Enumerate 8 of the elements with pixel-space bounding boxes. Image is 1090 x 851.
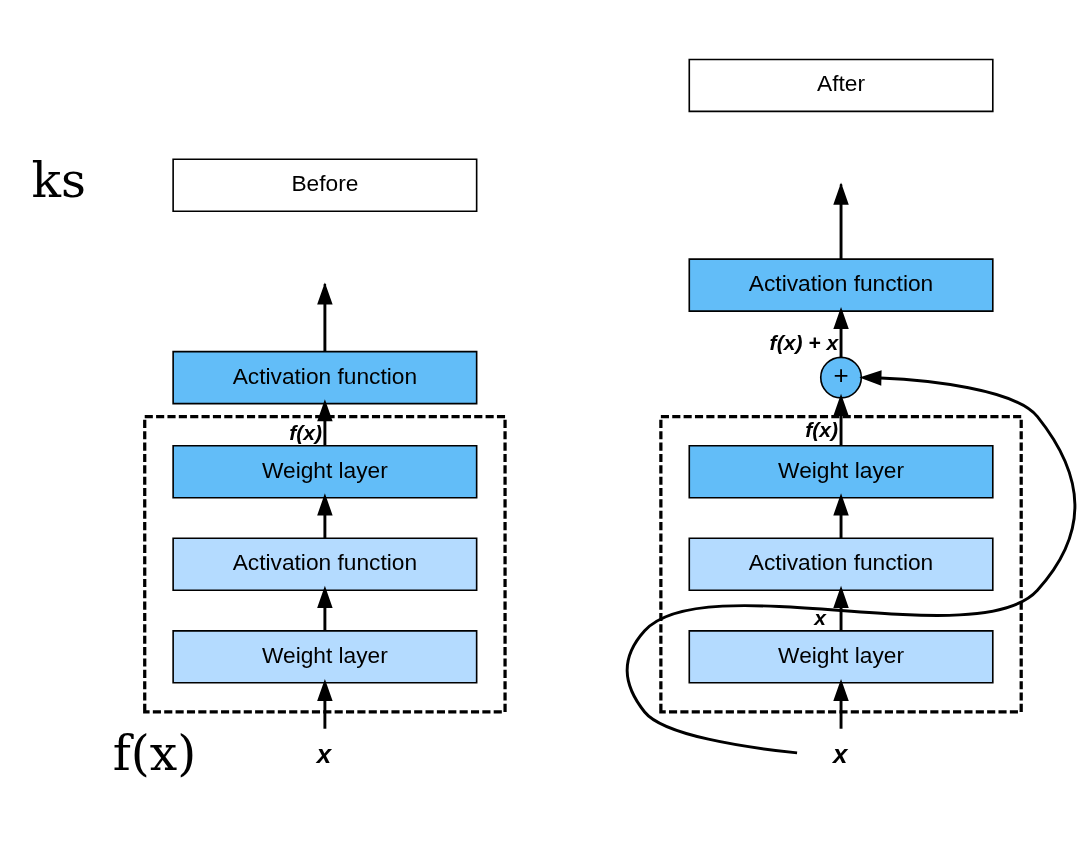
edge-label: f(x) + x: [769, 330, 839, 354]
node-text: x: [832, 738, 848, 769]
edge-label: f(x): [289, 421, 322, 445]
edge-label: f(x): [805, 417, 839, 441]
label: f(x): [112, 725, 197, 782]
label: ks: [31, 152, 86, 209]
edge-label: x: [814, 605, 827, 629]
node-text: x: [316, 738, 332, 769]
